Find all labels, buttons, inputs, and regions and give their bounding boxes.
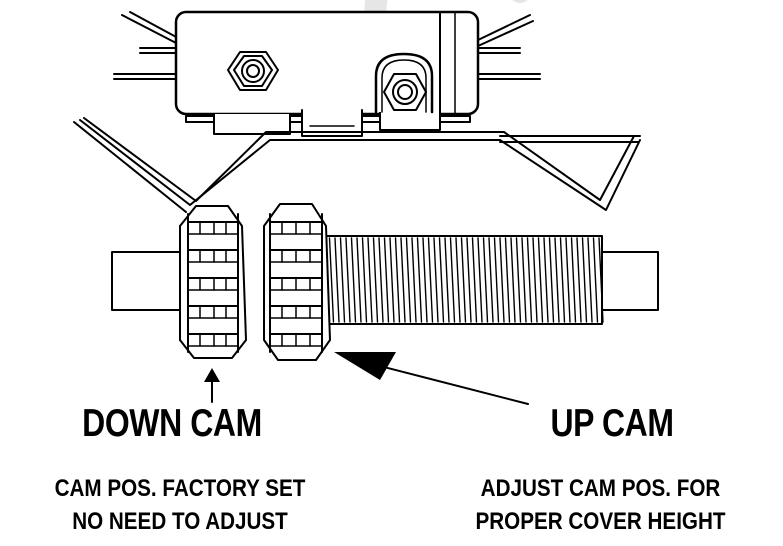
arrow-pointer-icon	[334, 352, 529, 405]
switch-pins-right	[477, 14, 541, 80]
shaft-threads	[323, 237, 604, 323]
down-cam-note: CAM POS. FACTORY SET NO NEED TO ADJUST	[25, 472, 335, 538]
hex-nut-icon	[383, 73, 427, 111]
threaded-shaft	[111, 235, 659, 325]
up-cam-title: UP CAM	[550, 402, 674, 445]
down-cam-title: DOWN CAM	[82, 402, 262, 445]
down-cam-note-line-2: NO NEED TO ADJUST	[72, 508, 288, 535]
down-cam-wheel	[179, 205, 247, 359]
switch-pins-left	[113, 11, 179, 80]
arrow-up-icon	[204, 368, 220, 403]
mounting-bracket	[73, 117, 641, 213]
up-cam-note-line-2: PROPER COVER HEIGHT	[475, 508, 726, 535]
up-cam-note: ADJUST CAM POS. FOR PROPER COVER HEIGHT	[444, 472, 758, 538]
hex-nut-icon	[227, 51, 279, 91]
up-cam-wheel	[263, 203, 331, 361]
up-cam-note-line-1: ADJUST CAM POS. FOR	[480, 475, 721, 502]
micro-switch-assembly	[113, 10, 541, 137]
down-cam-note-line-1: CAM POS. FACTORY SET	[54, 475, 306, 502]
